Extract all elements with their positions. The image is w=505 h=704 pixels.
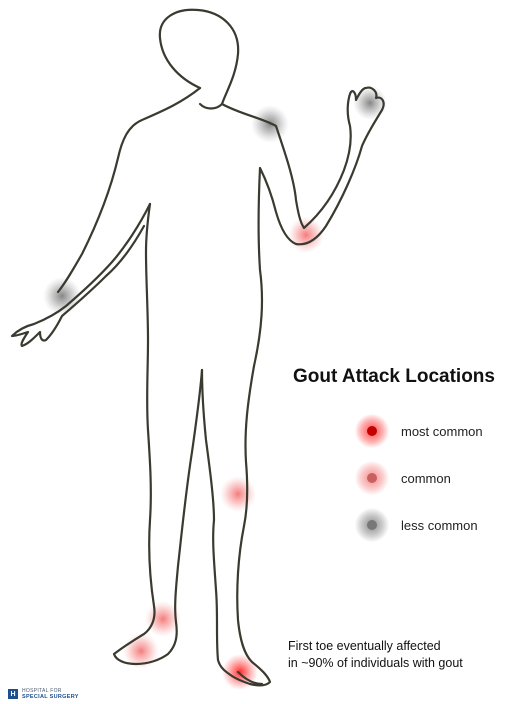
hospital-logo-icon: H (8, 689, 18, 699)
legend-item-common: common (355, 461, 451, 495)
legend-label: common (401, 471, 451, 486)
most-common-marker-icon (355, 414, 389, 448)
legend-label: less common (401, 518, 478, 533)
finger-joints-site (353, 86, 387, 120)
note-line-2: in ~90% of individuals with gout (288, 655, 463, 672)
legend-label: most common (401, 424, 483, 439)
legend-item-most-common: most common (355, 414, 483, 448)
hospital-logo: H HOSPITAL FOR SPECIAL SURGERY (8, 688, 79, 700)
body-outline (12, 10, 384, 686)
diagram-title: Gout Attack Locations (293, 366, 495, 388)
knee-site (220, 476, 256, 512)
legend-item-less-common: less common (355, 508, 478, 542)
logo-line-2: SPECIAL SURGERY (22, 694, 79, 700)
attack-site-layer (43, 86, 387, 690)
first-toe-note: First toe eventually affected in ~90% of… (288, 638, 463, 672)
note-line-1: First toe eventually affected (288, 638, 463, 655)
less-common-marker-icon (355, 508, 389, 542)
common-marker-icon (355, 461, 389, 495)
